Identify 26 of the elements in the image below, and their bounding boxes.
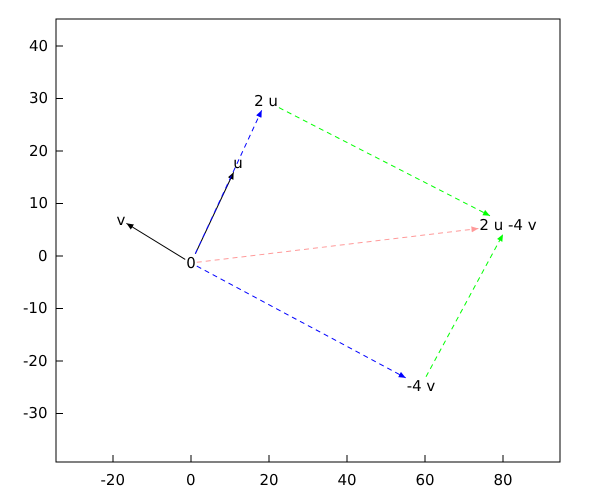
vector-arrow — [126, 222, 186, 260]
vector-arrow — [194, 110, 262, 254]
vector-arrow — [426, 234, 504, 378]
vector-label: u — [233, 154, 243, 172]
x-tick-label: 20 — [260, 472, 279, 488]
y-tick-label: 40 — [29, 38, 48, 54]
vector-arrow — [278, 107, 490, 216]
x-tick-label: 60 — [416, 472, 435, 488]
origin-label: 0 — [186, 254, 196, 272]
y-tick-label: -10 — [23, 300, 48, 316]
x-tick-label: 40 — [338, 472, 357, 488]
x-tick-label: 80 — [494, 472, 513, 488]
y-tick-label: 20 — [29, 142, 48, 159]
y-tick-label: 0 — [38, 248, 48, 264]
vector-label: v — [116, 212, 126, 228]
y-tick-label: -30 — [23, 405, 48, 422]
y-tick-label: -20 — [23, 352, 48, 369]
vector-arrow — [196, 226, 479, 263]
vector-label: 2 u -4 v — [479, 216, 537, 234]
vector-label: 2 u — [254, 92, 278, 110]
vector-label: -4 v — [406, 378, 436, 394]
y-tick-label: 30 — [29, 90, 48, 106]
y-tick-label: 10 — [29, 195, 48, 212]
x-tick-label: -20 — [100, 472, 125, 488]
x-tick-label: 0 — [186, 472, 196, 488]
vector-arrow — [196, 266, 406, 378]
